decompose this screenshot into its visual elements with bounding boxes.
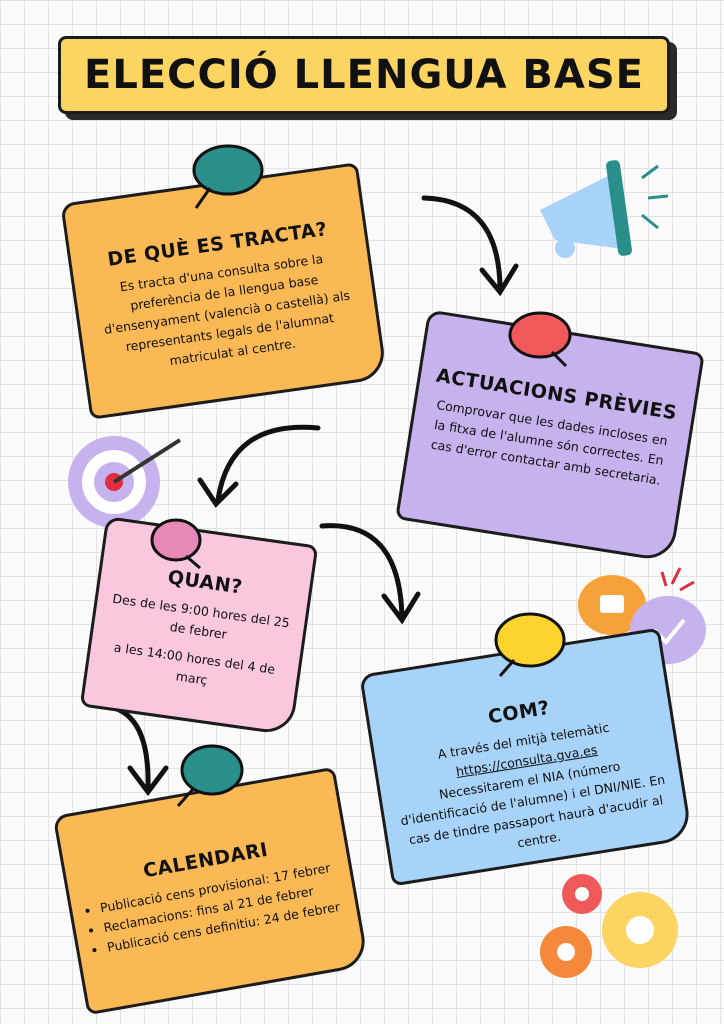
- note-when: QUAN? Des de les 9:00 hores del 25 de fe…: [79, 516, 319, 736]
- note-prior: ACTUACIONS PRÈVIES Comprovar que les dad…: [395, 309, 705, 563]
- arrow-3: [319, 523, 421, 625]
- page-title: ELECCIÓ LLENGUA BASE: [84, 52, 644, 98]
- note-what: DE QUÈ ES TRACTA? Es tracta d'una consul…: [60, 162, 388, 420]
- gears-icon: [540, 874, 678, 978]
- target-icon: [68, 436, 182, 528]
- megaphone-icon: [540, 160, 669, 258]
- title-banner: ELECCIÓ LLENGUA BASE: [58, 36, 670, 114]
- arrow-4: [101, 703, 169, 797]
- arrow-2: [197, 424, 321, 508]
- arrow-1: [421, 195, 519, 297]
